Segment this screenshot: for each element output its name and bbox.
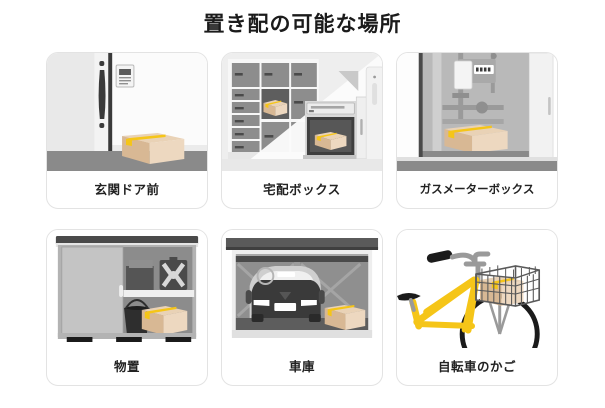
card-garage[interactable]: 車庫 <box>221 229 383 386</box>
card-front-door[interactable]: 玄関ドア前 <box>46 52 208 209</box>
shelf-items-icon <box>126 257 188 290</box>
card-bicycle-basket[interactable]: 自転車のかご <box>396 229 558 386</box>
card-storage-shed[interactable]: 物置 <box>46 229 208 386</box>
delivery-box-icon <box>302 96 369 160</box>
door-icon <box>47 53 113 151</box>
car-icon <box>245 266 325 322</box>
intercom-icon <box>115 64 135 88</box>
illustration-front-door <box>47 53 207 171</box>
illustration-gas-meter-box <box>397 53 557 171</box>
card-label-delivery-box: 宅配ボックス <box>263 183 341 197</box>
wire-basket-icon <box>475 265 541 307</box>
card-label-gas-meter-box: ガスメーターボックス <box>419 183 535 196</box>
card-label-bicycle-basket: 自転車のかご <box>437 360 516 374</box>
cabinet-icon <box>365 66 382 162</box>
package-icon <box>444 125 508 153</box>
card-gas-meter-box[interactable]: ガスメーターボックス <box>396 52 558 209</box>
card-delivery-box[interactable]: 宅配ボックス <box>221 52 383 209</box>
package-icon <box>324 305 366 330</box>
gas-meter-icon <box>453 53 497 90</box>
illustration-garage <box>222 230 382 348</box>
card-label-garage: 車庫 <box>288 360 315 374</box>
card-label-storage-shed: 物置 <box>113 360 140 374</box>
card-grid: 玄関ドア前 <box>46 52 559 386</box>
jerry-can-icon <box>159 257 188 290</box>
illustration-delivery-box <box>222 53 382 171</box>
card-label-front-door: 玄関ドア前 <box>94 183 160 197</box>
sliding-door-icon <box>61 246 124 336</box>
package-icon <box>122 133 185 164</box>
shutter-icon <box>225 238 379 250</box>
page-title: 置き配の可能な場所 <box>203 13 402 36</box>
package-icon <box>141 306 188 335</box>
shed-icon <box>55 236 199 342</box>
package-icon <box>314 132 347 150</box>
illustration-storage-shed <box>47 230 207 348</box>
illustration-bicycle-basket <box>397 230 557 348</box>
package-icon <box>263 100 288 116</box>
